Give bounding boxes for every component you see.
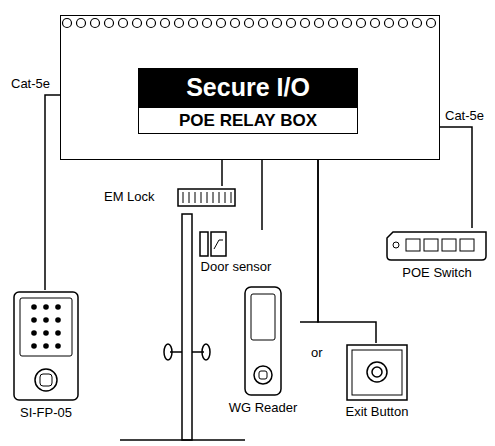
note: or (311, 345, 323, 360)
device: Door sensor (196, 230, 276, 275)
device: Exit Button (336, 343, 418, 420)
cable-label: Cat-5e (444, 108, 485, 123)
door-sensor (200, 232, 226, 256)
cable (45, 95, 60, 290)
device-label: EM Lock (104, 190, 155, 205)
cable (221, 160, 223, 186)
em-lock (178, 189, 235, 206)
device: EM Lock (104, 186, 238, 208)
cable (261, 160, 263, 230)
cable-label: Cat-5e (10, 76, 51, 91)
exit-button (347, 345, 407, 400)
relay-box: Secure I/OPOE RELAY BOX (60, 15, 440, 160)
device: SI-FP-05 (8, 290, 84, 421)
poe-switch (387, 232, 486, 260)
product-name: Secure I/O (138, 68, 358, 107)
device-label: Door sensor (196, 258, 276, 275)
device-label: Exit Button (336, 403, 418, 420)
nameplate: Secure I/OPOE RELAY BOX (138, 68, 358, 134)
keypad-device (14, 292, 78, 400)
wg-reader (245, 287, 281, 395)
cable (300, 160, 318, 322)
device-label: POE Switch (382, 264, 492, 281)
device: WG Reader (226, 284, 300, 416)
door (120, 214, 245, 440)
device: POE Switch (382, 228, 492, 281)
device-label: SI-FP-05 (8, 404, 84, 421)
cable (318, 160, 376, 343)
product-type: POE RELAY BOX (138, 107, 358, 135)
cable (440, 127, 472, 228)
terminal-row (63, 19, 436, 28)
device-label: WG Reader (226, 399, 300, 416)
